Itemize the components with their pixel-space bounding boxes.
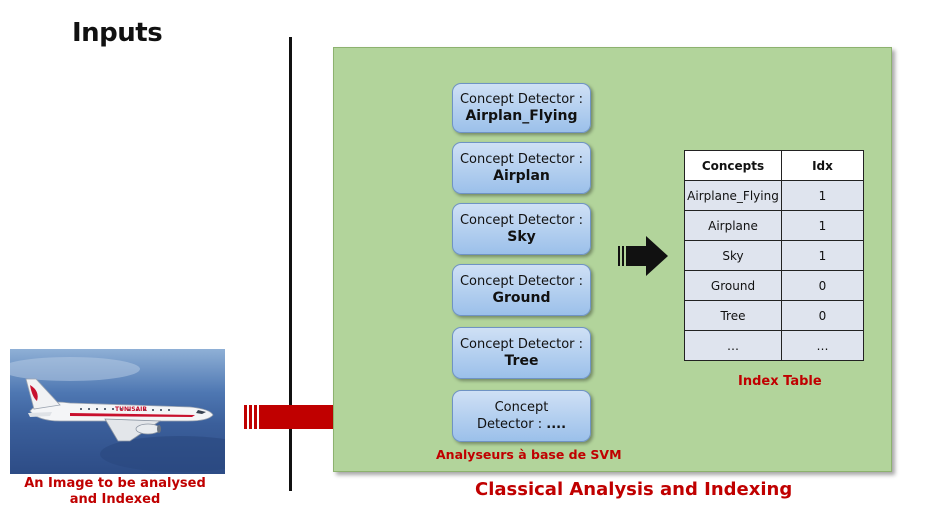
detector-label: Concept Detector : <box>459 92 584 107</box>
detector-label: Concept Detector : <box>459 213 584 228</box>
detector-concept: .... <box>546 417 567 432</box>
vertical-divider <box>289 37 292 491</box>
detector-concept: Airplan_Flying <box>465 108 578 124</box>
index-table: Concepts Idx Airplane_Flying 1 Airplane … <box>684 150 864 361</box>
detector-label-2: Detector : <box>476 417 543 432</box>
concept-cell: Airplane <box>684 210 782 241</box>
idx-cell: … <box>781 330 864 361</box>
idx-cell: 1 <box>781 240 864 271</box>
concept-cell: Tree <box>684 300 782 331</box>
detector-label: Concept <box>494 400 549 415</box>
detector-label: Concept Detector : <box>459 274 584 289</box>
concept-detector-airplan: Concept Detector : Airplan <box>452 142 591 194</box>
detector-label: Concept Detector : <box>459 337 584 352</box>
concept-detector-airplan-flying: Concept Detector : Airplan_Flying <box>452 83 591 133</box>
main-caption: Classical Analysis and Indexing <box>475 479 793 500</box>
idx-cell: 0 <box>781 270 864 301</box>
idx-cell: 0 <box>781 300 864 331</box>
concept-cell: Airplane_Flying <box>684 180 782 211</box>
inputs-heading: Inputs <box>72 18 163 48</box>
idx-cell: 1 <box>781 210 864 241</box>
column-header-idx: Idx <box>781 150 864 181</box>
detector-concept: Sky <box>507 229 536 245</box>
table-row: Airplane 1 <box>684 210 864 241</box>
concept-detector-tree: Concept Detector : Tree <box>452 327 591 379</box>
idx-cell: 1 <box>781 180 864 211</box>
table-row: Tree 0 <box>684 300 864 331</box>
concept-cell: Ground <box>684 270 782 301</box>
input-image-caption: An Image to be analysed and Indexed <box>24 476 206 507</box>
concept-cell: … <box>684 330 782 361</box>
input-airplane-image: TUNISAIR <box>10 349 225 474</box>
black-right-arrow-icon <box>618 236 668 276</box>
table-row: Airplane_Flying 1 <box>684 180 864 211</box>
table-row: Ground 0 <box>684 270 864 301</box>
detector-concept: Tree <box>504 353 539 369</box>
svm-caption: Analyseurs à base de SVM <box>436 447 622 462</box>
detector-label: Concept Detector : <box>459 152 584 167</box>
concept-detector-sky: Concept Detector : Sky <box>452 203 591 255</box>
concept-detector-ground: Concept Detector : Ground <box>452 264 591 316</box>
column-header-concepts: Concepts <box>684 150 782 181</box>
table-row: Sky 1 <box>684 240 864 271</box>
airplane-illustration: TUNISAIR <box>10 357 225 472</box>
detector-concept: Airplan <box>493 168 550 184</box>
concept-detector-more: Concept Detector : .... <box>452 390 591 442</box>
index-table-caption: Index Table <box>738 374 822 389</box>
detector-concept: Ground <box>492 290 551 306</box>
table-row: … … <box>684 330 864 361</box>
concept-cell: Sky <box>684 240 782 271</box>
airline-livery-text: TUNISAIR <box>115 406 147 413</box>
table-header-row: Concepts Idx <box>684 150 864 181</box>
